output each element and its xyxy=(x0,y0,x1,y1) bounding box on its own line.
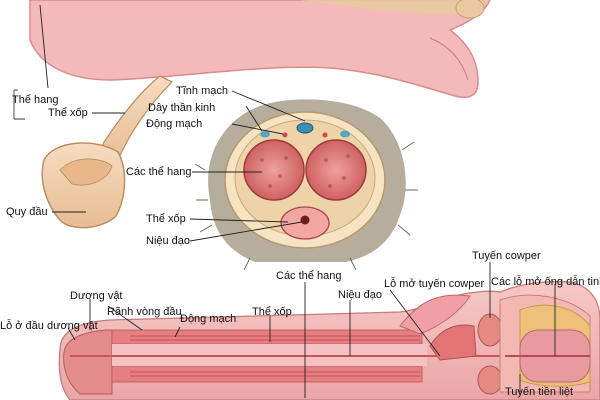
label-ranh-vong-dau: Rãnh vòng đầu xyxy=(107,306,182,318)
label-the-xop-side: Thể xốp xyxy=(48,107,88,119)
label-duong-vat: Dương vật xyxy=(70,290,123,302)
label-lo-mo-tuyen-cowper: Lỗ mở tuyến cowper xyxy=(384,278,485,290)
label-tuyen-tien-liet: Tuyến tiền liệt xyxy=(505,386,574,398)
label-nieu-dao-bottom: Niệu đạo xyxy=(338,289,383,301)
label-cac-the-hang-bottom: Các thể hang xyxy=(276,270,342,282)
leader-lines xyxy=(14,4,556,398)
label-tuyen-cowper: Tuyến cowper xyxy=(472,250,541,262)
longitudinal-section xyxy=(58,280,600,400)
penis-external-view xyxy=(29,0,491,99)
cross-section xyxy=(194,99,418,271)
label-nieu-dao-top: Niệu đạo xyxy=(146,235,191,247)
glans-illustration xyxy=(41,75,174,229)
label-day-than-kinh: Dây thần kinh xyxy=(148,102,216,114)
label-cac-lo-mo-ong-dan-tinh: Các lỗ mở ống dẫn tinh xyxy=(491,276,600,288)
label-the-hang-side: Thể hang xyxy=(12,94,59,106)
label-dong-mach-bottom: Động mạch xyxy=(180,313,237,325)
label-the-xop-bottom: Thể xốp xyxy=(252,306,292,318)
left-bracket xyxy=(13,89,18,119)
label-dong-mach-top: Động mạch xyxy=(146,118,203,130)
label-tinh-mach: Tĩnh mạch xyxy=(176,85,228,97)
label-cac-the-hang-top: Các thể hang xyxy=(126,166,192,178)
label-lo-o-dau-duong-vat: Lỗ ở đầu dương vật xyxy=(0,320,98,332)
label-the-xop-top: Thể xốp xyxy=(146,213,186,225)
label-quy-dau: Quy đầu xyxy=(6,206,48,218)
